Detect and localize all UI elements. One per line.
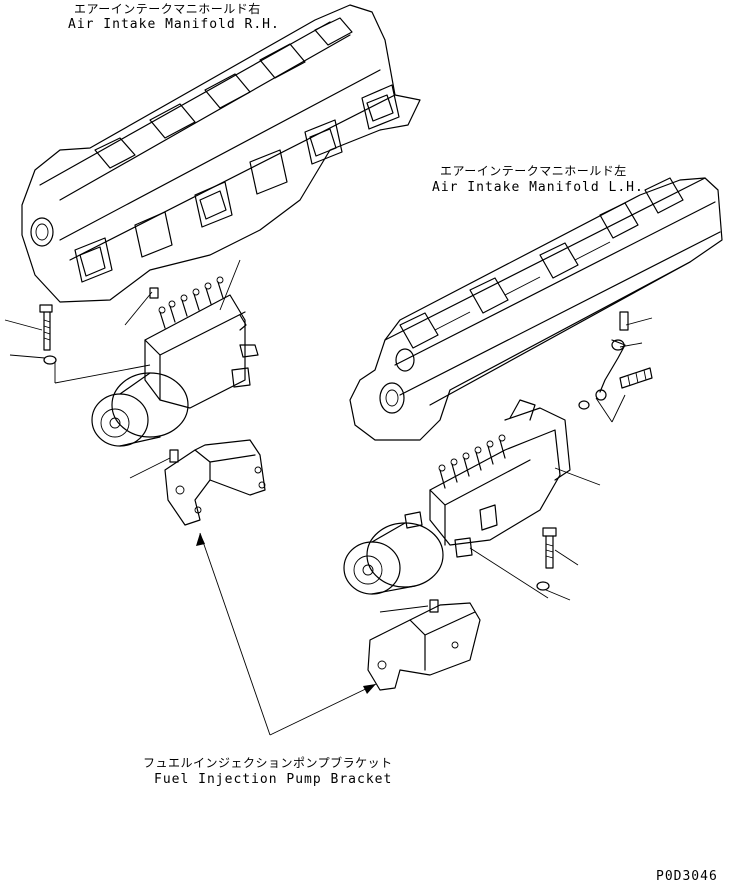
pump-bracket-left bbox=[164, 439, 266, 526]
fuel-injection-pump-left bbox=[91, 276, 259, 447]
air-intake-manifold-rh bbox=[21, 4, 421, 303]
bolt-right bbox=[542, 527, 557, 569]
fuel-injection-pump-right bbox=[343, 399, 571, 595]
manifold-rh-label-jp: エアーインテークマニホールド右 bbox=[74, 2, 261, 16]
bracket-label-en: Fuel Injection Pump Bracket bbox=[154, 772, 393, 787]
manifold-lh-label-jp: エアーインテークマニホールド左 bbox=[440, 164, 627, 178]
manifold-rh-label-en: Air Intake Manifold R.H. bbox=[68, 17, 280, 32]
pump-bracket-right bbox=[367, 602, 481, 691]
bolt-left bbox=[39, 304, 53, 351]
leader-lines bbox=[4, 259, 653, 736]
washer-left bbox=[43, 355, 57, 365]
fuel-pipe-fittings bbox=[429, 311, 653, 613]
air-intake-manifold-lh bbox=[349, 177, 723, 441]
bracket-label-jp: フュエルインジェクションポンプブラケット bbox=[143, 756, 393, 770]
washer-right bbox=[536, 581, 550, 591]
drawing-number: P0D3046 bbox=[656, 869, 718, 884]
manifold-lh-label-en: Air Intake Manifold L.H. bbox=[432, 180, 644, 195]
